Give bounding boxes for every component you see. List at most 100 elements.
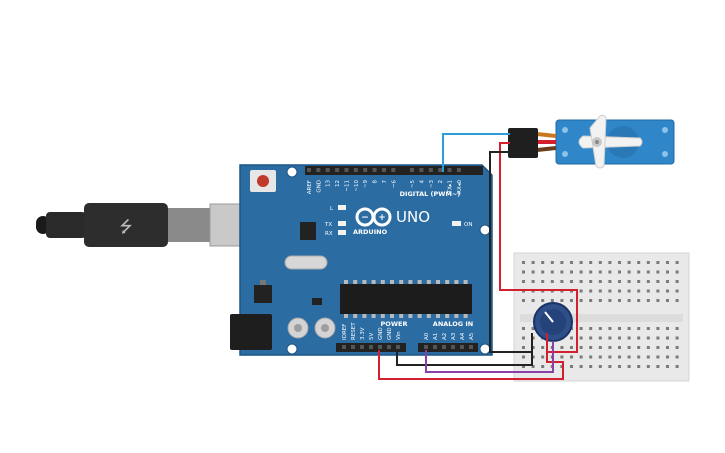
breadboard-hole [531, 365, 535, 368]
wire-servo-ground[interactable] [489, 151, 533, 353]
breadboard-hole [618, 346, 621, 349]
digital-pin-label: 13 [326, 180, 332, 187]
analog-header[interactable] [418, 343, 478, 352]
power-jack[interactable] [230, 314, 272, 350]
breadboard-hole [646, 270, 650, 274]
servo-horn[interactable] [578, 135, 643, 149]
breadboard-hole [656, 365, 660, 368]
servo-screw-hole [662, 127, 668, 133]
breadboard-hole [550, 270, 554, 274]
breadboard-hole [637, 355, 641, 359]
breadboard-hole [579, 336, 583, 340]
wire-analog-a0[interactable] [425, 341, 554, 373]
power-pin-label: 5V [369, 333, 375, 340]
wires[interactable] [378, 133, 578, 380]
arduino-logo: − + [355, 207, 392, 227]
chip-pin [426, 314, 431, 318]
atmega-chip-pins [344, 280, 468, 318]
digital-pin-label: ~10 [354, 180, 360, 192]
breadboard-hole [627, 365, 631, 368]
breadboard-hole [589, 336, 593, 340]
breadboard-hole [579, 261, 583, 264]
breadboard-hole [522, 261, 525, 264]
svg-text:+: + [378, 213, 386, 223]
breadboard-hole [675, 355, 679, 359]
breadboard-hole [646, 280, 650, 283]
breadboard-hole [522, 280, 525, 283]
breadboard-hole [608, 346, 612, 349]
breadboard-hole [589, 365, 593, 368]
led-rx-label: RX [325, 231, 333, 237]
breadboard-hole [666, 261, 669, 264]
chip-pin [353, 314, 358, 318]
servo-connector [508, 128, 538, 158]
breadboard-hole [675, 365, 679, 368]
chip-pin [390, 280, 394, 284]
breadboard-hole [598, 289, 602, 293]
breadboard-hole [675, 336, 679, 340]
mounting-hole [286, 343, 298, 355]
breadboard-hole [560, 365, 564, 368]
breadboard-hole [531, 336, 535, 340]
breadboard-hole [666, 280, 669, 283]
chip-pin [436, 314, 440, 318]
led-rx [338, 230, 346, 235]
breadboard-hole [627, 346, 631, 349]
breadboard-hole [560, 346, 564, 349]
breadboard-hole [608, 261, 612, 264]
breadboard-hole [589, 299, 593, 302]
chip-pin [417, 280, 422, 284]
breadboard-hole [618, 336, 621, 340]
breadboard-hole [531, 355, 535, 359]
potentiometer-indicator [544, 311, 554, 323]
potentiometer[interactable] [533, 302, 573, 342]
header-hole [351, 345, 355, 349]
breadboard-hole [608, 289, 612, 293]
breadboard-hole [666, 289, 669, 293]
breadboard-hole [608, 327, 612, 330]
breadboard-hole [550, 280, 554, 283]
power-pin-label: GND [378, 327, 384, 340]
header-hole [307, 168, 311, 172]
breadboard-hole [666, 355, 669, 359]
digital-pin-label: ~3 [429, 180, 435, 189]
digital-pin-label: 12 [335, 180, 341, 187]
chip-pin [371, 280, 376, 284]
servo-shaft-screw [595, 140, 599, 144]
digital-pin-label: AREF [307, 180, 313, 194]
breadboard-hole [531, 270, 535, 274]
breadboard-hole [656, 327, 660, 330]
usb-cable[interactable]: ⭍ [36, 203, 275, 247]
wire-signal-pin9[interactable] [442, 133, 510, 172]
chip-pin [454, 314, 459, 318]
breadboard-hole [589, 270, 593, 274]
header-hole [419, 168, 424, 172]
wire-gnd[interactable] [396, 350, 533, 366]
breadboard-hole [627, 280, 631, 283]
analog-pin-label: A1 [433, 333, 439, 340]
breadboard-hole [570, 355, 573, 359]
chip-pin [426, 280, 431, 284]
breadboard-hole [656, 270, 660, 274]
breadboard-hole [656, 336, 660, 340]
chip-pin [463, 280, 468, 284]
analog-pin-label: A0 [424, 332, 430, 340]
header-hole [396, 345, 400, 349]
breadboard-hole [656, 299, 660, 302]
digital-pin-label: RX◂0 [457, 180, 463, 194]
breadboard-holes [522, 261, 679, 368]
bottom-header-holes [342, 345, 473, 349]
breadboard-hole [666, 270, 669, 274]
power-pin-label: GND [387, 327, 393, 340]
wire-5v[interactable] [378, 350, 564, 380]
breadboard-hole [579, 289, 583, 293]
servo-motor[interactable] [508, 114, 675, 169]
header-hole [469, 345, 473, 349]
breadboard-hole [522, 355, 525, 359]
analog-pin-label: A2 [442, 333, 448, 340]
breadboard-hole [598, 346, 602, 349]
breadboard-hole [656, 289, 660, 293]
digital-pin-label: ~9 [363, 180, 369, 189]
